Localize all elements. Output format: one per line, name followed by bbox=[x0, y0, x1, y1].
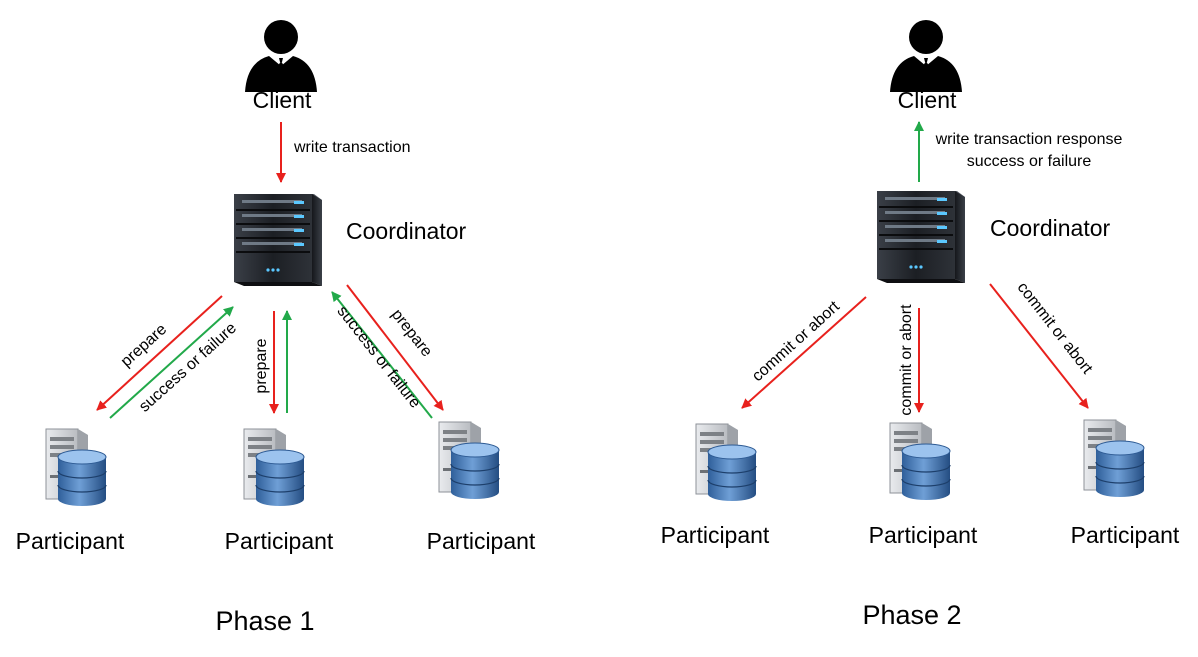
phase-title: Phase 2 bbox=[862, 600, 961, 630]
coordinator-server-icon bbox=[876, 190, 966, 284]
commit-or-abort-label-1: commit or abort bbox=[749, 298, 843, 385]
coordinator-label: Coordinator bbox=[346, 218, 467, 244]
participant-2-phase-2: Participant bbox=[869, 422, 978, 548]
participant-database-server-icon bbox=[889, 422, 951, 501]
coordinator-label: Coordinator bbox=[990, 215, 1111, 241]
participant-3-phase-2: Participant bbox=[1071, 419, 1180, 548]
participant-1-phase-1: Participant bbox=[16, 428, 125, 554]
participant-label: Participant bbox=[225, 528, 334, 554]
commit-or-abort-arrow-1 bbox=[741, 296, 867, 409]
client-phase-2: Client bbox=[890, 20, 962, 113]
client-label: Client bbox=[898, 87, 957, 113]
commit-or-abort-label-2: commit or abort bbox=[898, 304, 915, 416]
client-label: Client bbox=[253, 87, 312, 113]
prepare-label-3: prepare bbox=[388, 306, 435, 360]
response-arrow-1 bbox=[109, 306, 234, 419]
participant-database-server-icon bbox=[1083, 419, 1145, 498]
participant-2-phase-1: Participant bbox=[225, 428, 334, 554]
prepare-label-2: prepare bbox=[253, 338, 270, 393]
participant-3-phase-1: Participant bbox=[427, 421, 536, 554]
write-transaction-response-label-line-1: write transaction response bbox=[935, 131, 1123, 148]
client-person-icon bbox=[245, 20, 317, 92]
participant-1-phase-2: Participant bbox=[661, 423, 770, 548]
participant-label: Participant bbox=[661, 522, 770, 548]
write-transaction-response-label-line-2: success or failure bbox=[967, 153, 1092, 170]
client-person-icon bbox=[890, 20, 962, 92]
prepare-arrow-1 bbox=[96, 295, 223, 411]
participant-label: Participant bbox=[16, 528, 125, 554]
commit-or-abort-arrow-3 bbox=[989, 283, 1089, 409]
participant-database-server-icon bbox=[695, 423, 757, 502]
participant-label: Participant bbox=[1071, 522, 1180, 548]
response-arrow-3 bbox=[331, 291, 433, 419]
client-phase-1: Client bbox=[245, 20, 317, 113]
phase-2: Client write transaction response succes… bbox=[661, 20, 1180, 630]
phase-1: Client write transaction Coordinator pre… bbox=[16, 20, 536, 636]
participant-database-server-icon bbox=[45, 428, 107, 507]
coordinator-phase-2: Coordinator bbox=[876, 190, 1111, 284]
participant-label: Participant bbox=[427, 528, 536, 554]
prepare-label-1: prepare bbox=[118, 321, 170, 371]
phase-title: Phase 1 bbox=[215, 606, 314, 636]
prepare-arrow-3 bbox=[346, 284, 444, 411]
write-transaction-label: write transaction bbox=[293, 139, 411, 156]
participant-database-server-icon bbox=[438, 421, 500, 500]
coordinator-server-icon bbox=[233, 193, 323, 287]
coordinator-phase-1: Coordinator bbox=[233, 193, 467, 287]
participant-label: Participant bbox=[869, 522, 978, 548]
participant-database-server-icon bbox=[243, 428, 305, 507]
